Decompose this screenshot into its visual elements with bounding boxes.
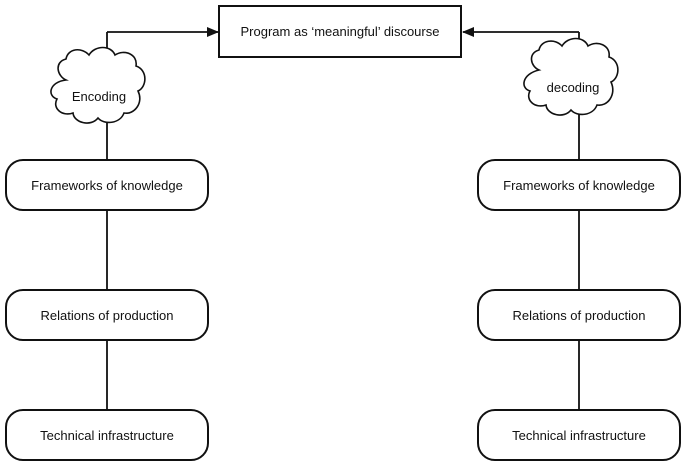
left-box-frameworks-of-knowledge: Frameworks of knowledge <box>5 159 209 211</box>
right-box-relations-of-production-label: Relations of production <box>513 308 646 323</box>
left-box-technical-infrastructure-label: Technical infrastructure <box>40 428 174 443</box>
right-box-technical-infrastructure: Technical infrastructure <box>477 409 681 461</box>
title-box: Program as ‘meaningful’ discourse <box>218 5 462 58</box>
right-box-frameworks-of-knowledge-label: Frameworks of knowledge <box>503 178 655 193</box>
left-box-relations-of-production-label: Relations of production <box>41 308 174 323</box>
left-box-technical-infrastructure: Technical infrastructure <box>5 409 209 461</box>
right-box-technical-infrastructure-label: Technical infrastructure <box>512 428 646 443</box>
title-box-label: Program as ‘meaningful’ discourse <box>241 24 440 39</box>
right-box-frameworks-of-knowledge: Frameworks of knowledge <box>477 159 681 211</box>
decoding-cloud: decoding <box>523 37 619 116</box>
decoding-cloud-label: decoding <box>547 80 600 95</box>
encoding-cloud: Encoding <box>50 46 146 124</box>
encoding-cloud-label: Encoding <box>72 89 126 104</box>
left-box-frameworks-of-knowledge-label: Frameworks of knowledge <box>31 178 183 193</box>
left-box-relations-of-production: Relations of production <box>5 289 209 341</box>
right-box-relations-of-production: Relations of production <box>477 289 681 341</box>
